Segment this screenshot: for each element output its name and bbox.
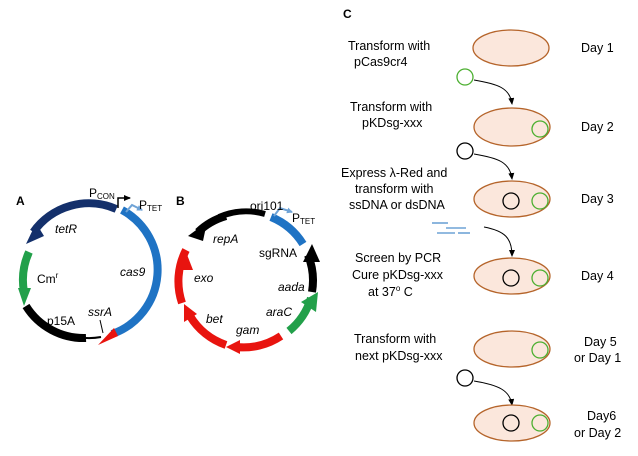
day-label-4: Day 4: [581, 269, 614, 283]
next-pkdsg-plasmid-icon: [456, 369, 474, 387]
step-3-line-2: transform with: [355, 182, 434, 196]
transfer-arrow-2: [473, 153, 515, 180]
ssra-label: ssrA: [88, 305, 112, 319]
dna-fragments-icon: [432, 222, 470, 234]
step-3-line-3: ssDNA or dsDNA: [349, 198, 446, 212]
cmr-label: Cmr: [37, 271, 59, 286]
ptet-label-b: PTET: [292, 211, 315, 226]
ptet-label: PTET: [139, 198, 162, 213]
step-2-line-2: pKDsg-xxx: [362, 116, 423, 130]
day-label-6: Day6: [587, 409, 616, 423]
transfer-arrow-5: [473, 380, 515, 406]
plasmid-in-cell-green-3: [531, 192, 549, 210]
cell-day-1: [472, 29, 550, 67]
exo-arrowhead: [178, 252, 193, 270]
ssra-terminator: [98, 328, 118, 345]
sgRNA-label: sgRNA: [259, 246, 297, 260]
ptet-promoter-arrow: [125, 203, 143, 213]
sgRNA-segment: [269, 213, 307, 247]
plasmid-in-cell-green-5: [531, 341, 549, 359]
plasmid-in-cell-black-6: [502, 414, 520, 432]
step-1: Transform with pCas9cr4 Day 1: [348, 29, 614, 105]
gam-label: gam: [236, 323, 259, 337]
day-label-5-alt: or Day 1: [574, 351, 621, 365]
ptet-promoter-arrow-b: [273, 206, 293, 217]
panel-c: C Transform with pCas9cr4 Day 1 Transfor…: [341, 7, 621, 442]
ssra-segment: [85, 336, 102, 340]
transfer-arrow-3: [483, 226, 515, 257]
step-5: Transform with next pKDsg-xxx Day 5 or D…: [354, 330, 621, 406]
cell-day-4: [473, 257, 551, 295]
tetR-segment: [30, 199, 118, 235]
gam-segment: [235, 332, 284, 352]
tetR-arrowhead: [26, 223, 44, 244]
plasmid-in-cell-green-6: [531, 414, 549, 432]
ori101-label: ori101: [250, 199, 284, 213]
step-4-line-2: Cure pKDsg-xxx: [352, 268, 444, 282]
cmr-segment: [18, 250, 33, 293]
bet-label: bet: [206, 312, 223, 326]
step-6: Day6 or Day 2: [473, 404, 621, 442]
day-label-6-alt: or Day 2: [574, 426, 621, 440]
cell-day-3: [473, 180, 551, 218]
panel-b-label: B: [176, 194, 185, 208]
step-3: Express λ-Red and transform with ssDNA o…: [341, 166, 614, 257]
day-label-3: Day 3: [581, 192, 614, 206]
step-2: Transform with pKDsg-xxx Day 2: [350, 100, 614, 180]
p15a-segment: [22, 303, 87, 343]
panel-c-label: C: [343, 7, 352, 21]
step-4-line-3: at 37o C: [368, 284, 413, 299]
plasmid-in-cell-black-4: [502, 269, 520, 287]
araC-arrowhead: [301, 292, 318, 312]
exo-segment: [174, 248, 190, 305]
tetR-label: tetR: [55, 222, 77, 236]
plasmid-in-cell-green-4: [531, 269, 549, 287]
day-label-5: Day 5: [584, 335, 617, 349]
aada-label: aada: [278, 280, 305, 294]
bet-segment: [186, 313, 228, 349]
cmr-arrowhead: [18, 288, 31, 306]
step-1-line-1: Transform with: [348, 39, 430, 53]
ssra-pointer: [99, 319, 104, 334]
pcon-label: PCON: [89, 186, 115, 201]
step-1-line-2: pCas9cr4: [354, 55, 408, 69]
step-4-line-1: Screen by PCR: [355, 251, 441, 265]
exo-label: exo: [194, 271, 214, 285]
gam-arrowhead: [226, 340, 240, 354]
pcas9cr4-plasmid-icon: [456, 68, 474, 86]
pkdsg-plasmid-icon: [456, 142, 474, 160]
step-3-line-1: Express λ-Red and: [341, 166, 447, 180]
transfer-arrow-1: [473, 79, 515, 105]
panel-a: A PCON PTET tetR cas9 Cmr p15A ssrA: [16, 186, 162, 345]
step-4: Screen by PCR Cure pKDsg-xxx at 37o C Da…: [352, 251, 614, 299]
day-label-2: Day 2: [581, 120, 614, 134]
pcon-promoter-arrow: [117, 195, 131, 208]
cell-day-5: [473, 330, 551, 368]
plasmid-in-cell-black-3: [502, 192, 520, 210]
p15a-label: p15A: [47, 314, 75, 328]
cas9-segment: [110, 206, 162, 338]
panel-b: B ori101 PTET repA sgRNA exo aada bet ar…: [174, 194, 320, 354]
day-label-1: Day 1: [581, 41, 614, 55]
panel-a-label: A: [16, 194, 25, 208]
cell-day-6: [473, 404, 551, 442]
cas9-label: cas9: [120, 265, 146, 279]
bet-arrowhead: [184, 304, 197, 322]
step-2-line-1: Transform with: [350, 100, 432, 114]
step-5-line-1: Transform with: [354, 332, 436, 346]
araC-label: araC: [266, 305, 292, 319]
plasmid-in-cell-green-2: [531, 120, 549, 138]
step-5-line-2: next pKDsg-xxx: [355, 349, 443, 363]
repA-arrowhead: [188, 222, 207, 241]
aada-arrowhead: [303, 244, 320, 262]
repA-label: repA: [213, 232, 238, 246]
cell-day-2: [473, 107, 551, 147]
